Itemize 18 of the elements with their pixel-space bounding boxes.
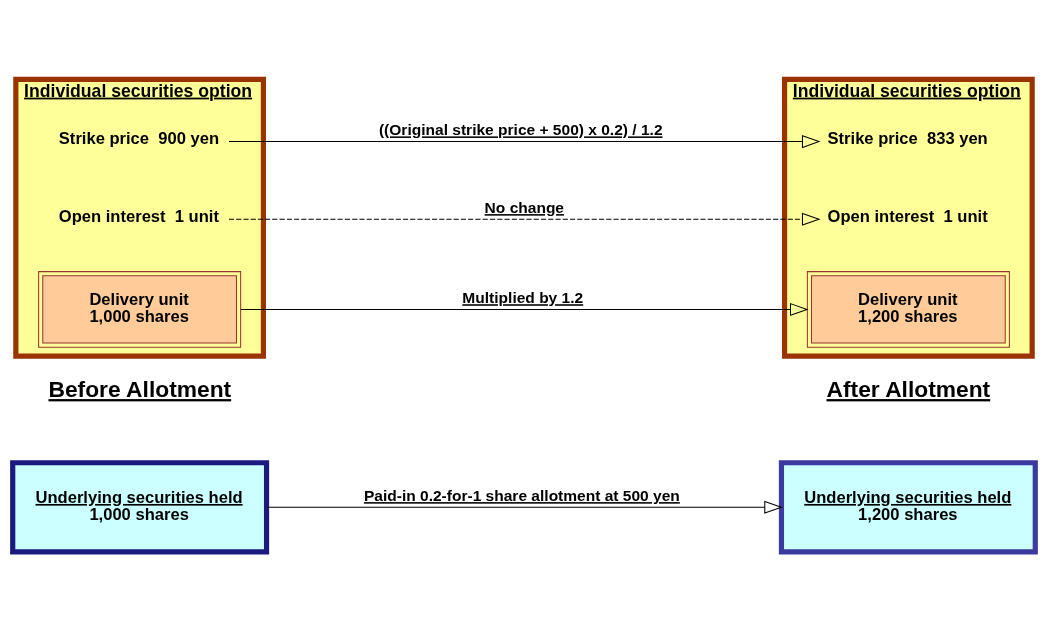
label: Before Allotment: [48, 376, 232, 403]
node-box: Underlying securities held 1,200 shares: [778, 460, 1038, 555]
arrow: [266, 500, 783, 514]
label: After Allotment: [826, 376, 991, 403]
node-text: Strike price 833 yen: [827, 129, 988, 149]
edge-label: Multiplied by 1.2: [462, 289, 584, 307]
arrow: [228, 212, 821, 226]
node-box: Delivery unit 1,000 shares: [38, 271, 242, 348]
arrow: [240, 302, 809, 316]
node-box: Underlying securities held 1,000 shares: [10, 460, 270, 555]
arrow: [228, 135, 821, 149]
node-box: Delivery unit 1,200 shares: [806, 271, 1010, 348]
node-text: Strike price 900 yen: [58, 129, 220, 149]
edge-label: No change: [484, 199, 565, 217]
edge-label: ((Original strike price + 500) x 0.2) / 1.2: [378, 121, 663, 139]
node-text: Open interest 1 unit: [58, 207, 219, 227]
node-text: Open interest 1 unit: [827, 207, 988, 227]
edge-label: Paid-in 0.2-for-1 share allotment at 500 yen: [363, 487, 680, 505]
